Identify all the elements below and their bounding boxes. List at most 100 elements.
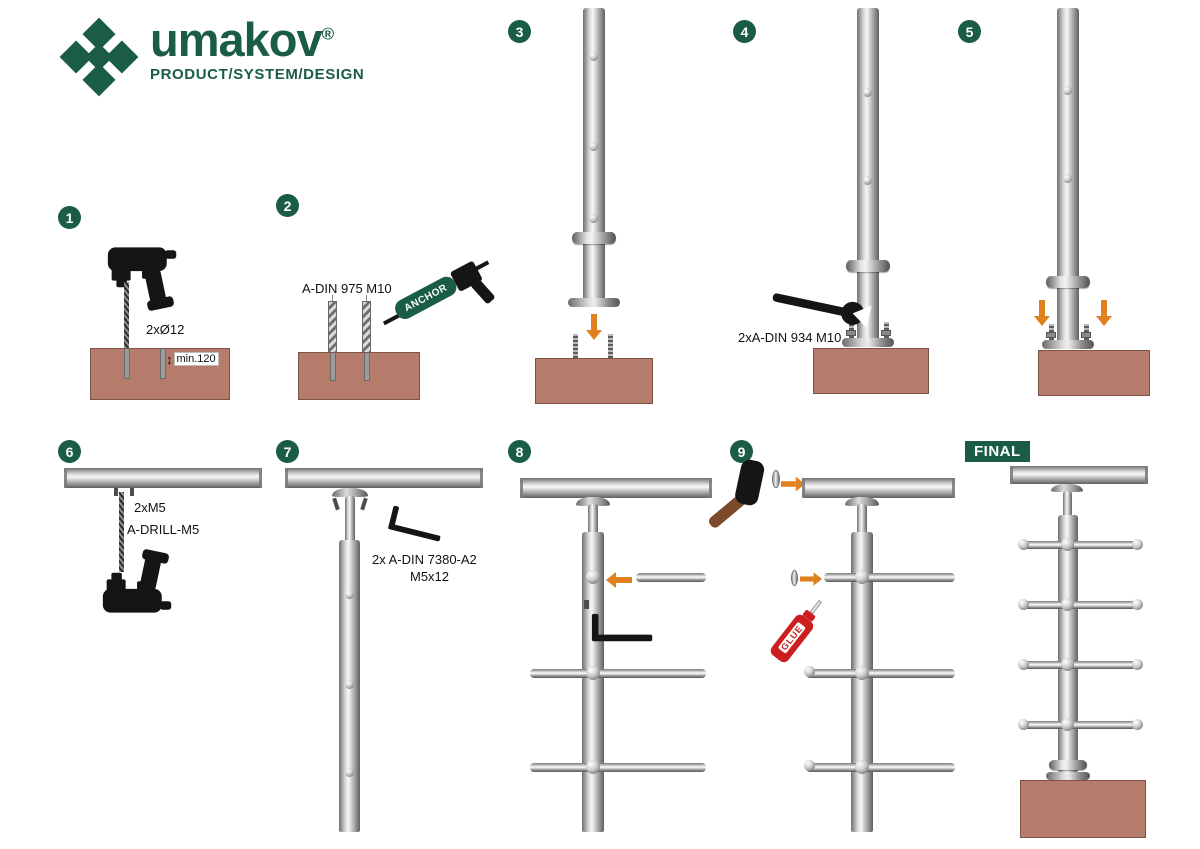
cover-collar — [846, 260, 890, 272]
post-neck — [1063, 491, 1072, 517]
hex-nut — [846, 330, 856, 336]
handrail-tube — [1010, 466, 1148, 484]
anchor-stud — [608, 334, 613, 360]
hex-nut — [881, 330, 891, 336]
cover-collar — [572, 232, 616, 244]
crossbar-holder — [586, 570, 600, 584]
right-arrow-icon — [781, 476, 805, 492]
hole-spec-label: 2xØ12 — [146, 322, 185, 337]
nut-spec-label: 2xA-DIN 934 M10 — [738, 330, 842, 345]
threaded-rod — [362, 301, 371, 353]
post-hole — [863, 88, 872, 97]
saddle-screw — [332, 497, 340, 511]
step-2-badge: 2 — [276, 194, 299, 217]
brand-wordmark: umakov — [150, 13, 323, 66]
crossbar-holder — [586, 760, 600, 774]
post-hole — [345, 768, 354, 777]
allen-key-icon — [591, 613, 653, 642]
hex-nut — [1046, 332, 1056, 338]
handrail-tube — [64, 468, 262, 488]
concrete-block — [813, 348, 929, 394]
concrete-block — [1038, 350, 1150, 396]
crossbar — [1024, 661, 1136, 669]
rail-saddle — [1051, 484, 1083, 492]
step-3-badge: 3 — [508, 20, 531, 43]
rail-end-cap — [772, 470, 780, 488]
handrail-tube — [285, 468, 483, 488]
drill-bit — [124, 282, 129, 360]
step-1-badge: 1 — [58, 206, 81, 229]
pilot-hole — [114, 488, 118, 496]
anchor-cartridge: ANCHOR — [391, 273, 460, 323]
glue-nozzle — [809, 599, 823, 615]
base-plate — [1042, 340, 1094, 349]
brand-tagline: PRODUCT/SYSTEM/DESIGN — [150, 66, 365, 83]
crossbar — [806, 669, 955, 678]
post-neck — [345, 496, 355, 542]
right-arrow-icon — [800, 572, 822, 586]
base-plate — [568, 298, 620, 307]
crossbar — [1024, 601, 1136, 609]
anchor-stud — [573, 334, 578, 360]
crossbar-holder — [855, 570, 869, 584]
concrete-block — [535, 358, 653, 404]
drilled-hole — [124, 349, 130, 379]
drill-bit — [119, 492, 124, 572]
crossbar-holder — [586, 666, 600, 680]
crossbar-holder — [855, 760, 869, 774]
crossbar-end-cap — [1018, 719, 1029, 730]
screw-size-label: M5x12 — [410, 569, 450, 584]
down-arrow-icon — [1096, 300, 1112, 326]
loose-crossbar — [636, 573, 706, 582]
leader-line — [366, 295, 367, 301]
crossbar-end-cap — [1132, 719, 1143, 730]
post-hole — [1063, 174, 1072, 183]
cover-collar — [1049, 760, 1087, 770]
allen-key-icon — [388, 505, 441, 542]
crossbar-end-cap — [1018, 539, 1029, 550]
crossbar-end-cap — [1132, 659, 1143, 670]
crossbar-end-cap — [1018, 659, 1029, 670]
concrete-block — [298, 352, 420, 400]
registered-mark: ® — [321, 24, 335, 44]
step-8-badge: 8 — [508, 440, 531, 463]
concrete-block — [1020, 780, 1146, 838]
gun-handle — [470, 277, 496, 305]
wrench-icon — [772, 293, 872, 329]
step-6-badge: 6 — [58, 440, 81, 463]
drilled-hole — [330, 353, 336, 381]
final-badge: FINAL — [965, 441, 1030, 462]
post-hole — [1063, 86, 1072, 95]
brand-name: umakov® — [150, 16, 364, 63]
post-neck — [588, 504, 598, 534]
rail-saddle — [332, 488, 368, 497]
crossbar — [530, 763, 706, 772]
drilled-hole — [364, 353, 370, 381]
railing-post — [851, 532, 873, 832]
crossbar-holder — [1061, 538, 1074, 551]
handrail-tube — [520, 478, 712, 498]
threaded-rod — [328, 301, 337, 353]
crossbar — [824, 573, 955, 582]
crossbar-end-cap — [791, 570, 798, 586]
drill-icon — [107, 247, 177, 311]
pilot-hole — [130, 488, 134, 496]
crossbar — [806, 763, 955, 772]
drill-icon — [102, 549, 172, 613]
screw-spec-label: 2xM5 — [134, 500, 166, 515]
step-9-badge: 9 — [730, 440, 753, 463]
post-hole — [345, 680, 354, 689]
post-hole — [589, 142, 598, 151]
railing-post — [857, 8, 879, 340]
post-hole — [589, 52, 598, 61]
glue-label: GLUE — [777, 622, 806, 655]
depth-note: ↕ min.120 — [166, 352, 219, 366]
step-5-badge: 5 — [958, 20, 981, 43]
cover-collar — [1046, 276, 1090, 288]
post-hole — [863, 176, 872, 185]
leader-line — [332, 295, 333, 301]
brand-logo: umakov® PRODUCT/SYSTEM/DESIGN — [58, 16, 364, 98]
drilled-hole — [160, 349, 166, 379]
down-arrow-icon — [586, 314, 602, 340]
